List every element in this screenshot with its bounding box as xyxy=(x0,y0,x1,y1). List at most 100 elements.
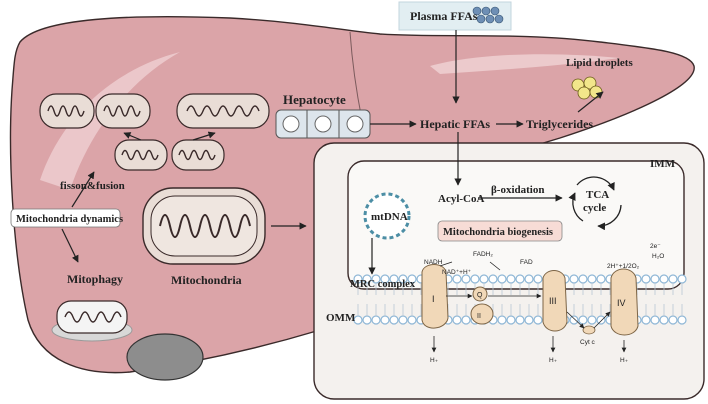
fad-label: FAD xyxy=(520,259,533,266)
h-plus-label-3: H₊ xyxy=(620,357,629,364)
lipid-head-bottom xyxy=(398,315,408,325)
lipid-head-top xyxy=(524,274,534,284)
cytochrome-c xyxy=(582,325,596,335)
mitophagy-label: Mitophagy xyxy=(67,272,123,286)
lipid-head-bottom xyxy=(578,315,588,325)
lipid-head-bottom xyxy=(659,315,669,325)
complex-iv-label: IV xyxy=(617,298,626,308)
lipid-head-bottom xyxy=(533,315,543,325)
lipid-head-bottom xyxy=(362,315,372,325)
beta-oxidation-label: β-oxidation xyxy=(491,184,544,196)
h-plus-label-1: H₊ xyxy=(430,357,439,364)
lipid-head-top xyxy=(515,274,525,284)
mrc-complex-label: MRC complex xyxy=(350,279,416,290)
lipid-head-top xyxy=(578,274,588,284)
lipid-head-top xyxy=(470,274,480,284)
lipid-head-top xyxy=(677,274,687,284)
complex-iii-label: III xyxy=(549,296,557,306)
ubiquinone-q xyxy=(472,286,488,302)
lipid-head-top xyxy=(569,274,579,284)
mito-biogenesis-label: Mitochondria biogenesis xyxy=(443,227,553,238)
complex-III xyxy=(542,270,568,332)
mitochondrion-large xyxy=(142,187,266,265)
lipid-head-top xyxy=(587,274,597,284)
lipid-head-top xyxy=(650,274,660,284)
lipid-head-top xyxy=(461,274,471,284)
complex-II xyxy=(470,303,494,325)
mitochondrion-fission-top xyxy=(176,93,270,129)
o2-reaction-label: 2H⁺+1/2O₂ xyxy=(607,263,640,270)
h2o-label: H₂O xyxy=(652,253,664,260)
omm-label: OMM xyxy=(326,312,356,324)
mitochondrion-fusion-right xyxy=(95,93,151,129)
imm-label: IMM xyxy=(650,158,676,170)
mitochondria-label: Mitochondria xyxy=(171,273,242,287)
lipid-head-bottom xyxy=(506,315,516,325)
lipid-head-bottom xyxy=(389,315,399,325)
lipid-head-bottom xyxy=(515,315,525,325)
lipid-head-top xyxy=(668,274,678,284)
complex-ii-label: II xyxy=(477,313,481,320)
fission-fusion-label: fisson&fusion xyxy=(60,180,125,192)
triglycerides-label: Triglycerides xyxy=(526,117,593,131)
liver-highlight xyxy=(40,52,180,190)
lipid-head-top xyxy=(533,274,543,284)
lipid-head-bottom xyxy=(380,315,390,325)
lipid-head-bottom xyxy=(641,315,651,325)
nadh-label: NADH xyxy=(424,259,443,266)
acyl-coa-label: Acyl-CoA xyxy=(438,193,484,205)
cyt-c-label: Cyt c xyxy=(580,339,596,346)
mtdna-label: mtDNA xyxy=(371,211,408,223)
electrons-label: 2e⁻ xyxy=(650,243,661,250)
tca-label-line2: cycle xyxy=(583,202,606,214)
lipid-droplets-label: Lipid droplets xyxy=(566,57,633,69)
lipid-head-top xyxy=(479,274,489,284)
lipid-head-top xyxy=(452,274,462,284)
gallbladder xyxy=(126,333,204,381)
hepatocyte-cells xyxy=(275,109,371,139)
lipid-head-bottom xyxy=(587,315,597,325)
mito-dynamics-box xyxy=(10,208,121,228)
lipid-head-bottom xyxy=(596,315,606,325)
hepatic-ffas-label: Hepatic FFAs xyxy=(420,117,490,131)
lipid-head-bottom xyxy=(371,315,381,325)
lipid-head-bottom xyxy=(497,315,507,325)
lipid-head-bottom xyxy=(650,315,660,325)
mitochondrion-fusion-left xyxy=(39,93,95,129)
mitochondrion-small-1 xyxy=(114,139,168,171)
lipid-head-top xyxy=(497,274,507,284)
pathway-arrows xyxy=(61,30,604,275)
biogenesis-box xyxy=(437,220,563,242)
complex-IV xyxy=(610,268,639,336)
lipid-head-top xyxy=(488,274,498,284)
tca-label-line1: TCA xyxy=(586,189,609,201)
lipid-head-bottom xyxy=(452,315,462,325)
tca-cycle-icon xyxy=(568,176,622,231)
mito-dynamics-label: Mitochondria dynamics xyxy=(16,214,123,225)
plasma-ffas-label: Plasma FFAs xyxy=(410,9,478,23)
ffa-dots xyxy=(472,6,504,24)
lipid-head-bottom xyxy=(677,315,687,325)
lipid-head-bottom xyxy=(569,315,579,325)
electron-flow xyxy=(431,261,627,353)
lipid-head-bottom xyxy=(668,315,678,325)
lipid-head-top xyxy=(641,274,651,284)
mitophagy-mitochondrion xyxy=(51,300,133,342)
hepatocyte-label: Hepatocyte xyxy=(283,92,346,107)
lipid-head-top xyxy=(596,274,606,284)
mtdna-ring xyxy=(363,192,411,240)
lipid-head-top xyxy=(506,274,516,284)
h-plus-label-2: H₊ xyxy=(549,357,558,364)
complex-I xyxy=(421,264,449,329)
lipid-head-bottom xyxy=(524,315,534,325)
lipid-head-top xyxy=(659,274,669,284)
complex-i-label: I xyxy=(432,294,435,304)
nad-label: NAD⁺+H⁺ xyxy=(442,269,472,276)
fadh2-label: FADH₂ xyxy=(473,251,493,258)
lipid-head-bottom xyxy=(461,315,471,325)
lipid-droplets-icon xyxy=(571,76,603,100)
lipid-head-bottom xyxy=(407,315,417,325)
liver-highlight-right xyxy=(430,54,620,74)
